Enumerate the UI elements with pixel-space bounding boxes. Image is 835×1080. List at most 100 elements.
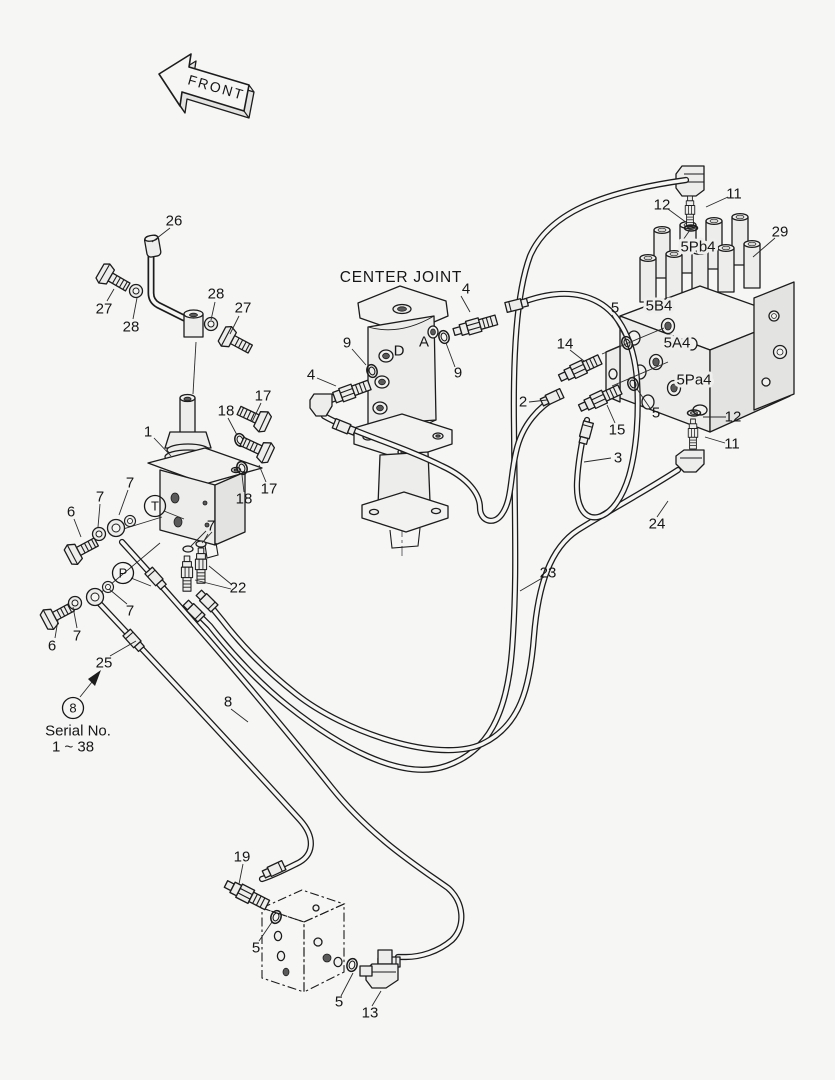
oring-5-manifold-right (344, 956, 360, 974)
svg-text:4: 4 (307, 367, 315, 384)
elbow-4-left (309, 393, 333, 417)
svg-text:2: 2 (519, 394, 527, 411)
hose-8-upper (122, 542, 461, 957)
part-callout-8: 8 (61, 696, 85, 720)
part-callout-7: 7 (73, 628, 81, 645)
serial-note-arrow (79, 670, 101, 698)
pilot-fitting-bottom (675, 409, 705, 473)
svg-text:11: 11 (724, 436, 740, 453)
bolt-27-left (93, 260, 134, 298)
svg-text:1 ~ 38: 1 ~ 38 (52, 739, 94, 756)
part-callout-5: 5 (611, 300, 619, 317)
svg-text:12: 12 (725, 409, 742, 426)
hose-2 (324, 396, 558, 521)
washer-28-left (128, 283, 144, 299)
part-callout-9: 9 (454, 365, 462, 382)
part-callout-5: 5 (652, 405, 660, 422)
elbow-13 (359, 949, 399, 989)
part-callout-7: 7 (126, 475, 134, 492)
part-callout-12: 12 (725, 409, 742, 426)
svg-text:A: A (419, 334, 429, 351)
part-callout-25: 25 (96, 655, 113, 672)
svg-text:7: 7 (126, 475, 134, 492)
part-callout-1-~-38: 1 ~ 38 (52, 739, 94, 756)
part-callout-12: 12 (654, 197, 671, 214)
crimp-hose2-end (539, 387, 565, 408)
part-callout-d: D (394, 343, 405, 360)
part-callout-4: 4 (462, 281, 470, 298)
center-joint-label: CENTER JOINT (340, 269, 462, 286)
svg-text:27: 27 (235, 300, 252, 317)
svg-text:24: 24 (649, 516, 666, 533)
crimp-hose2 (331, 417, 358, 437)
part-callout-8: 8 (224, 694, 232, 711)
svg-text:5: 5 (335, 994, 343, 1011)
part-callout-27: 27 (96, 301, 113, 318)
center-joint-fittings (309, 312, 499, 417)
part-callout-6: 6 (48, 638, 56, 655)
mount-bolts-17-18 (232, 399, 277, 477)
part-callout-5: 5 (252, 940, 260, 957)
washer-7 (91, 526, 107, 542)
svg-text:18: 18 (218, 403, 235, 420)
oring-9-right (436, 328, 452, 346)
part-callout-26: 26 (166, 213, 183, 230)
svg-text:6: 6 (48, 638, 56, 655)
fittings-22 (180, 540, 208, 592)
valve-end-plate (753, 281, 795, 411)
part-callout-p: P (111, 561, 135, 585)
crimp-hose8b (122, 628, 146, 653)
pilot-fitting-top (675, 165, 705, 232)
part-callout-5: 5 (335, 994, 343, 1011)
part-callout-18: 18 (236, 491, 253, 508)
part-callout-5a4: 5A4 (661, 332, 694, 355)
svg-text:7: 7 (126, 603, 134, 620)
fitting-4-right (451, 312, 499, 340)
part-callout-5pa4: 5Pa4 (673, 369, 714, 392)
svg-text:T: T (151, 499, 159, 514)
crimp-hose3 (504, 296, 530, 313)
part-callout-24: 24 (649, 516, 666, 533)
svg-text:23: 23 (540, 565, 557, 582)
crimp-hose8a (144, 566, 168, 591)
part-callout-29: 29 (772, 224, 789, 241)
part-callout-11: 11 (726, 186, 742, 203)
part-callout-7: 7 (126, 603, 134, 620)
lever-assembly (93, 234, 257, 360)
svg-text:7: 7 (96, 489, 104, 506)
crimp-hose3-end (577, 420, 594, 446)
part-callout-serial-no.: Serial No. (45, 723, 111, 740)
svg-text:5: 5 (652, 405, 660, 422)
svg-text:Serial No.: Serial No. (45, 723, 111, 740)
svg-text:7: 7 (73, 628, 81, 645)
callout-layer: 2627282827171811718TP7767776222588Serial… (45, 186, 788, 1022)
svg-text:18: 18 (236, 491, 253, 508)
part-callout-1: 1 (144, 424, 152, 441)
svg-text:8: 8 (69, 701, 76, 716)
svg-text:3: 3 (614, 450, 622, 467)
part-callout-28: 28 (123, 319, 140, 336)
part-callout-17: 17 (255, 388, 272, 405)
svg-text:12: 12 (654, 197, 671, 214)
bolt-27-right (216, 323, 257, 360)
lever-knob (143, 234, 162, 258)
svg-text:17: 17 (261, 481, 278, 498)
svg-text:27: 27 (96, 301, 113, 318)
part-callout-6: 6 (67, 504, 75, 521)
svg-text:8: 8 (224, 694, 232, 711)
svg-text:5: 5 (611, 300, 619, 317)
svg-text:25: 25 (96, 655, 113, 672)
svg-text:5Pa4: 5Pa4 (676, 372, 711, 389)
part-callout-13: 13 (362, 1005, 379, 1022)
part-callout-17: 17 (261, 481, 278, 498)
svg-text:15: 15 (609, 422, 626, 439)
svg-text:26: 26 (166, 213, 183, 230)
part-callout-t: T (143, 494, 167, 518)
svg-text:29: 29 (772, 224, 789, 241)
part-callout-28: 28 (208, 286, 225, 303)
part-callout-14: 14 (557, 336, 574, 353)
part-callout-15: 15 (609, 422, 626, 439)
svg-text:9: 9 (343, 335, 351, 352)
svg-text:9: 9 (454, 365, 462, 382)
